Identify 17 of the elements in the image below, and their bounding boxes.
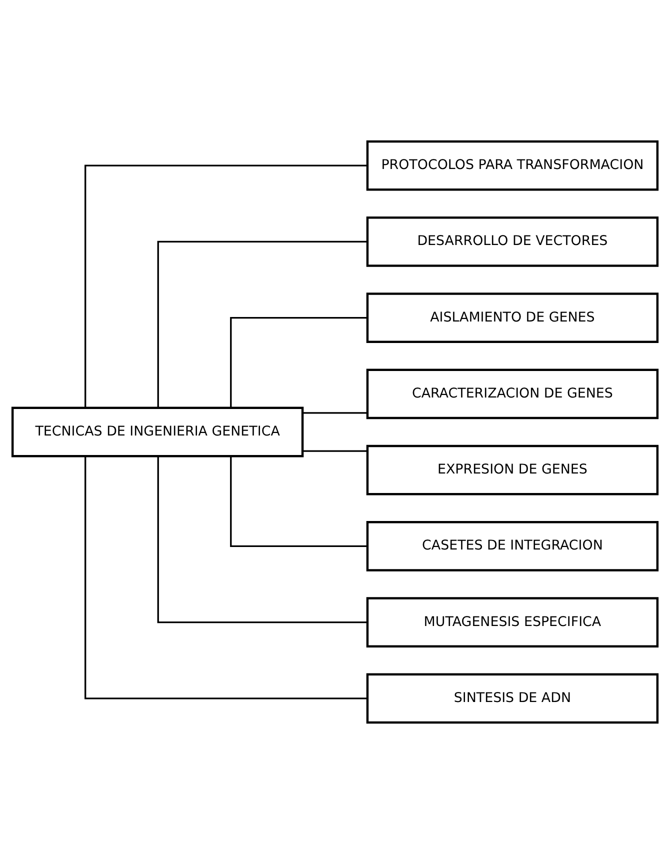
node-box: AISLAMIENTO DE GENES [366, 292, 659, 343]
connector [84, 456, 368, 700]
connector [302, 412, 368, 414]
connector [230, 316, 368, 408]
node-box: TECNICAS DE INGENIERIA GENETICA [11, 406, 304, 458]
node-box: CASETES DE INTEGRACION [366, 521, 659, 572]
connector [84, 164, 368, 408]
node-box: CARACTERIZACION DE GENES [366, 368, 659, 420]
node-box: MUTAGENESIS ESPECIFICA [366, 597, 659, 648]
connector [302, 450, 368, 452]
connector [157, 240, 368, 408]
node-box: DESARROLLO DE VECTORES [366, 216, 659, 267]
node-box: SINTESIS DE ADN [366, 673, 659, 724]
node-box: PROTOCOLOS PARA TRANSFORMACION [366, 140, 659, 191]
node-box: EXPRESION DE GENES [366, 444, 659, 496]
connector [157, 456, 368, 624]
connector [230, 456, 368, 548]
